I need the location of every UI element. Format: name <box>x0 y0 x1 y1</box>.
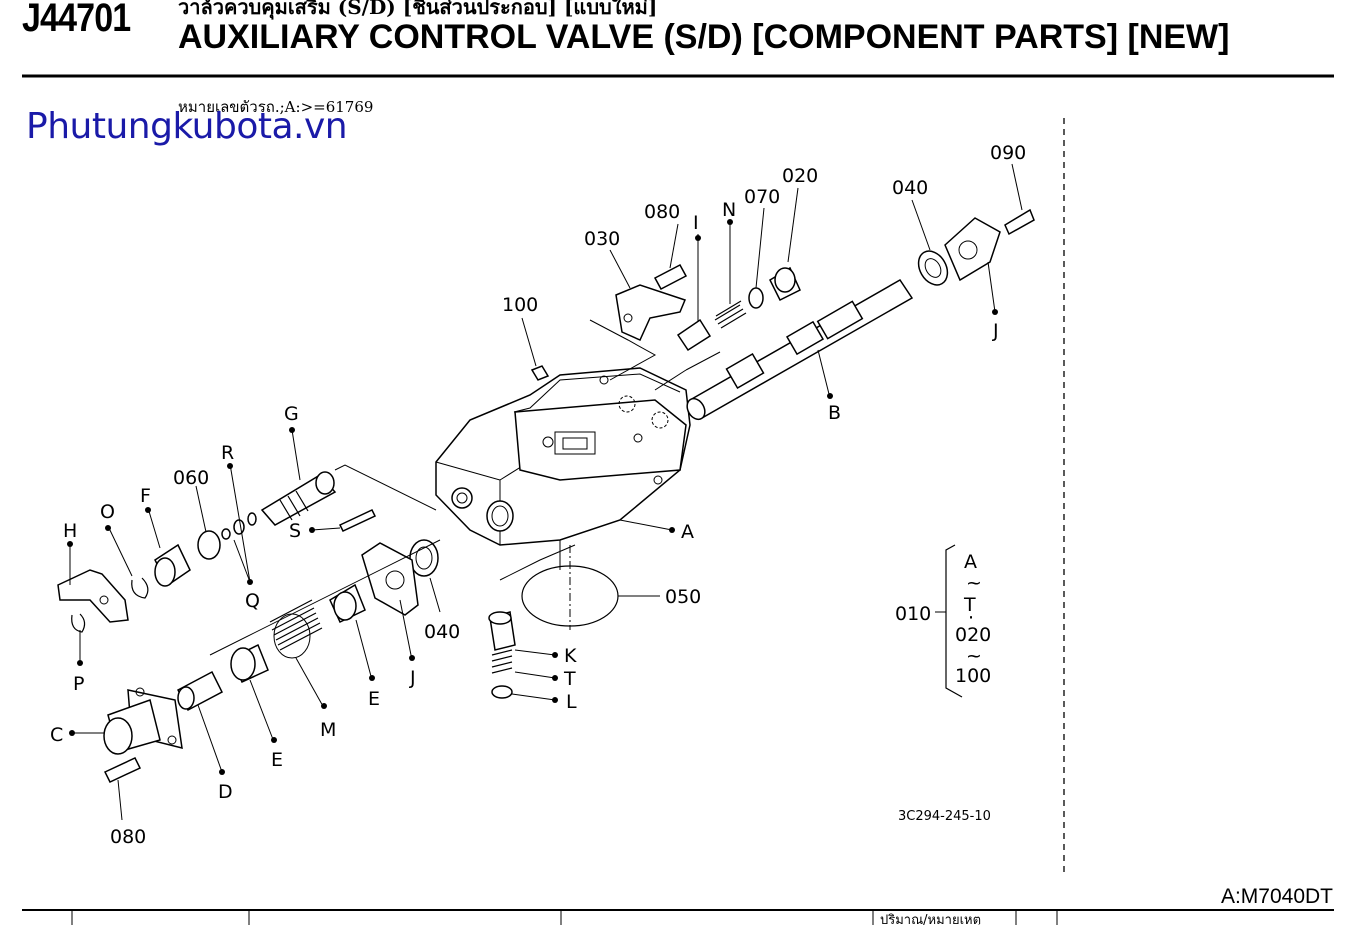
callout-L: L <box>566 691 577 713</box>
leader-lines <box>69 163 1023 821</box>
pin-S <box>338 509 377 532</box>
callout-A: A <box>681 521 694 543</box>
callout-Q: Q <box>245 590 260 612</box>
seal-040-top <box>917 250 949 286</box>
page-title-english: AUXILIARY CONTROL VALVE (S/D) [COMPONENT… <box>178 18 1230 56</box>
serial-number-note: หมายเลขตัวรถ.;A:>=61769 <box>178 98 374 116</box>
poppet-I <box>676 318 712 352</box>
ring-R <box>233 519 245 535</box>
footer-table-header: ปริมาณ/หมายเหตุ <box>880 913 981 925</box>
washer-L <box>491 685 513 699</box>
callout-030: 030 <box>584 228 620 250</box>
callout-040-top: 040 <box>892 177 928 199</box>
flange-J-top <box>944 217 1001 282</box>
callout-O: O <box>100 501 115 523</box>
spring-N <box>714 300 747 329</box>
callout-T: T <box>563 668 576 690</box>
callout-N: N <box>722 199 736 221</box>
set-range-100: 100 <box>955 665 991 687</box>
spring-M <box>269 599 323 659</box>
callout-E-low: E <box>271 749 283 771</box>
clip-O <box>131 577 149 599</box>
solenoid-C <box>103 687 183 755</box>
callout-070: 070 <box>744 186 780 208</box>
part-code: J44701 <box>22 0 131 40</box>
screw-090 <box>1004 208 1035 236</box>
set-bracket <box>945 544 963 698</box>
leader-dots <box>67 219 998 775</box>
callout-E-mid: E <box>368 688 380 710</box>
callout-I: I <box>693 212 699 234</box>
plug-100 <box>530 365 550 381</box>
callout-K: K <box>564 645 577 667</box>
set-range-T: T <box>963 594 976 616</box>
set-range-dot: · <box>968 607 974 629</box>
set-range-start: A <box>964 551 977 573</box>
page-title-thai: วาล์วควบคุมเสริม (S/D) [ชิ้นส่วนประกอบ] … <box>178 0 658 19</box>
callout-J-top: J <box>992 320 999 342</box>
callout-F: F <box>140 485 151 507</box>
callout-100: 100 <box>502 294 538 316</box>
spool-B <box>686 279 914 421</box>
callout-C: C <box>50 724 63 746</box>
figure-number: 3C294-245-10 <box>898 809 991 824</box>
callout-D: D <box>218 781 233 803</box>
callout-R: R <box>221 442 234 464</box>
oring-060 <box>197 530 221 560</box>
callout-M: M <box>320 719 336 741</box>
callout-040-bottom: 040 <box>424 621 460 643</box>
flange-J-bottom <box>361 542 419 616</box>
screw-080-bottom <box>103 757 142 783</box>
screw-080-top <box>653 263 688 291</box>
callout-B: B <box>828 402 841 424</box>
footer-table-columns <box>71 910 1058 925</box>
valve-body-A <box>435 367 691 546</box>
set-label-010: 010 <box>895 603 931 625</box>
set-range-tilde-1: ~ <box>966 572 982 594</box>
callout-J-bottom: J <box>409 667 416 689</box>
callout-080-bottom: 080 <box>110 826 146 848</box>
oring-070 <box>748 287 764 309</box>
callout-080-top: 080 <box>644 201 680 223</box>
ring-Q <box>221 528 231 540</box>
clip-P <box>71 613 86 633</box>
callout-H: H <box>63 520 77 542</box>
callout-090: 090 <box>990 142 1026 164</box>
set-range-020: 020 <box>955 624 991 646</box>
bracket-030 <box>615 284 687 341</box>
watermark-logo: Phutungkubota.vn <box>26 106 348 147</box>
callout-G: G <box>284 403 299 425</box>
seal-040-bottom <box>409 539 439 577</box>
lever-H <box>57 569 129 623</box>
callout-060: 060 <box>173 467 209 489</box>
callout-P: P <box>73 673 84 695</box>
set-range-tilde-2: ~ <box>966 645 982 667</box>
model-label: A:M7040DT <box>1220 885 1333 908</box>
callout-S: S <box>289 520 301 542</box>
callout-020: 020 <box>782 165 818 187</box>
spring-T <box>491 649 513 674</box>
callout-050: 050 <box>665 586 701 608</box>
